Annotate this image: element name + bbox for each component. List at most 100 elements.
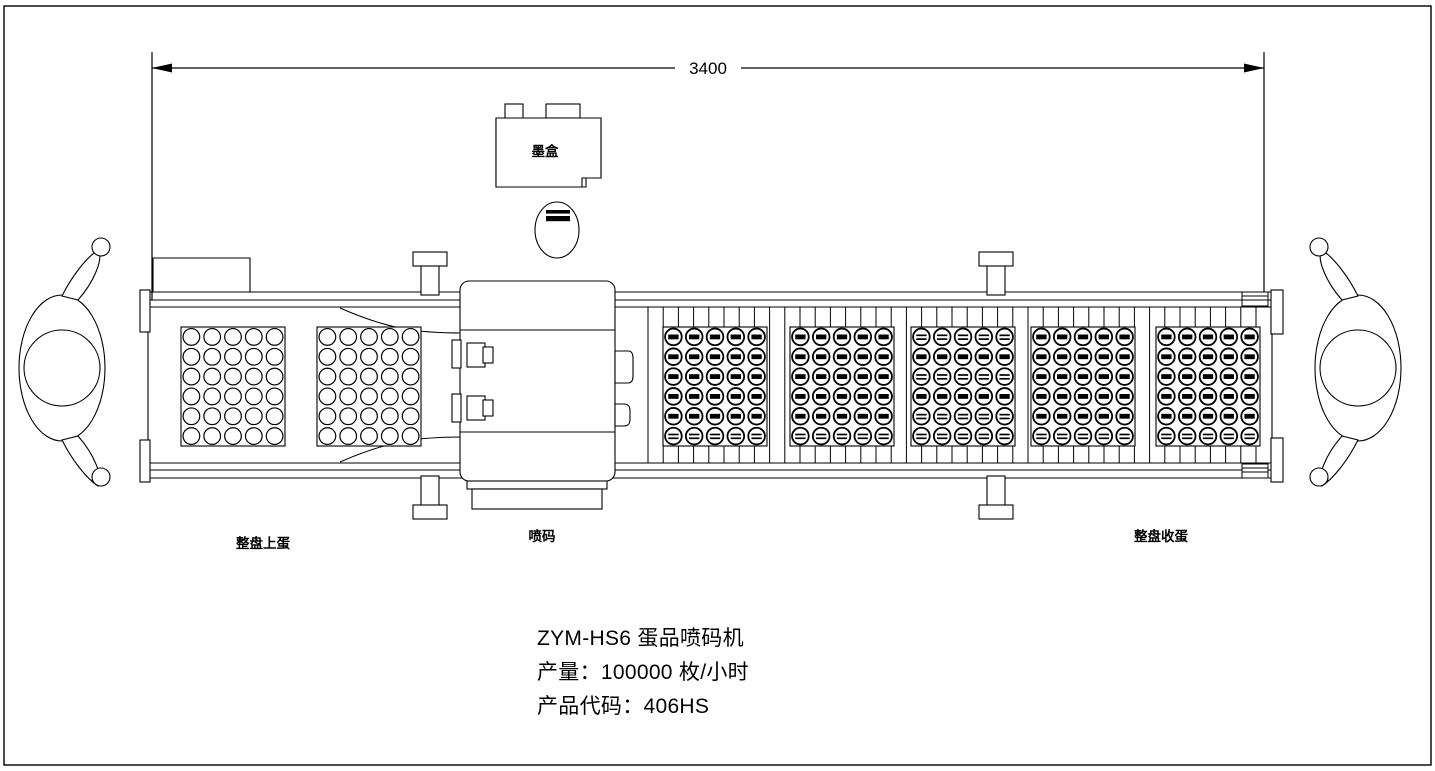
egg-code-bar <box>709 354 721 360</box>
egg-plain <box>244 427 263 446</box>
dimension-value: 3400 <box>689 59 727 78</box>
egg-plain <box>224 407 242 426</box>
egg-coded <box>953 426 973 446</box>
egg-code-bar <box>730 334 741 340</box>
egg-coded <box>995 327 1014 347</box>
egg-code-bar <box>1119 394 1130 399</box>
egg-plain <box>380 427 399 446</box>
egg-coded <box>832 426 852 446</box>
caption-capacity: 产量：100000 枚/小时 <box>537 661 749 684</box>
egg-code-bar <box>795 413 806 419</box>
egg-tray <box>1155 326 1261 447</box>
egg-plain <box>380 347 399 366</box>
egg-plain <box>339 387 358 406</box>
egg-code-bar <box>1036 354 1047 360</box>
egg-plain <box>244 347 263 366</box>
egg-code-bar <box>999 394 1010 399</box>
egg-plain <box>339 407 358 426</box>
support-post-top-right <box>978 251 1014 296</box>
egg-coded <box>664 426 683 446</box>
egg-code-bar <box>1182 374 1193 379</box>
egg-code-bar <box>1098 334 1109 340</box>
egg-plain <box>203 347 222 366</box>
tray-outline <box>662 326 768 447</box>
egg-plain <box>182 387 201 406</box>
printing-label: 喷码 <box>529 528 556 544</box>
egg-coded <box>1073 426 1093 446</box>
egg-code-bar <box>668 354 679 360</box>
outfeed-tray-group <box>662 326 1261 447</box>
egg-code-bar <box>878 354 889 360</box>
egg-coded <box>912 367 931 386</box>
egg-plain <box>203 427 222 446</box>
egg-code-bar <box>1057 354 1068 360</box>
egg-code-bar <box>1057 374 1068 379</box>
egg-code-bar <box>1077 354 1089 360</box>
egg-code-bar <box>1119 374 1130 379</box>
egg-plain <box>203 407 222 426</box>
egg-code-bar <box>1223 354 1234 360</box>
egg-plain <box>401 427 420 446</box>
egg-code-bar <box>1036 394 1047 399</box>
egg-code-bar <box>1098 413 1109 419</box>
egg-plain <box>360 347 378 366</box>
egg-plain <box>339 327 358 346</box>
egg-plain <box>224 427 242 446</box>
tray-outline <box>180 326 286 447</box>
egg-code-bar <box>857 413 868 419</box>
egg-coded <box>912 327 931 347</box>
egg-code-bar <box>1098 374 1109 379</box>
egg-code-bar <box>1202 413 1214 419</box>
egg-code-bar <box>878 394 889 399</box>
egg-code-bar <box>937 354 948 360</box>
egg-code-bar <box>668 334 679 340</box>
egg-tray <box>1030 326 1136 447</box>
egg-code-bar <box>689 413 700 419</box>
egg-code-bar <box>999 354 1010 360</box>
egg-plain <box>339 427 358 446</box>
egg-plain <box>244 327 263 346</box>
egg-code-bar <box>836 374 848 379</box>
egg-code-bar <box>937 394 948 399</box>
roller-detail-bottom <box>1241 463 1269 479</box>
ink-cartridge-assembly: 墨盒 <box>495 103 602 188</box>
egg-coded <box>995 426 1014 446</box>
left-end-brackets <box>139 289 151 483</box>
egg-code-bar <box>1077 413 1089 419</box>
egg-coded <box>974 367 994 386</box>
egg-plain <box>182 347 201 366</box>
egg-coded <box>747 426 766 446</box>
egg-plain <box>360 427 378 446</box>
egg-plain <box>182 407 201 426</box>
egg-code-bar <box>1182 354 1193 360</box>
egg-code-bar <box>878 374 889 379</box>
egg-plain <box>224 347 242 366</box>
egg-coded <box>1240 426 1259 446</box>
egg-code-bar <box>916 354 927 360</box>
egg-code-bar <box>1244 394 1255 399</box>
egg-code-bar <box>795 334 806 340</box>
egg-plain <box>224 327 242 346</box>
egg-coded <box>932 327 952 347</box>
egg-tray <box>662 326 768 447</box>
egg-code-bar <box>1036 413 1047 419</box>
egg-code-bar <box>816 354 827 360</box>
egg-code-bar <box>795 354 806 360</box>
egg-code-bar <box>816 413 827 419</box>
egg-plain <box>182 427 201 446</box>
egg-code-bar <box>1161 374 1172 379</box>
egg-code-bar <box>709 374 721 379</box>
egg-code-bar <box>751 354 762 360</box>
egg-code-bar <box>1057 394 1068 399</box>
egg-plain <box>360 327 378 346</box>
outfeed-label: 整盘收蛋 <box>1134 528 1188 544</box>
infeed-tray-group <box>180 326 422 447</box>
printer-head-unit <box>451 280 634 510</box>
egg-plain <box>224 387 242 406</box>
egg-plain <box>265 367 284 386</box>
egg-code-bar <box>836 413 848 419</box>
egg-code-bar <box>1119 334 1130 340</box>
support-post-bottom-left <box>412 475 448 520</box>
egg-code-bar <box>1161 394 1172 399</box>
